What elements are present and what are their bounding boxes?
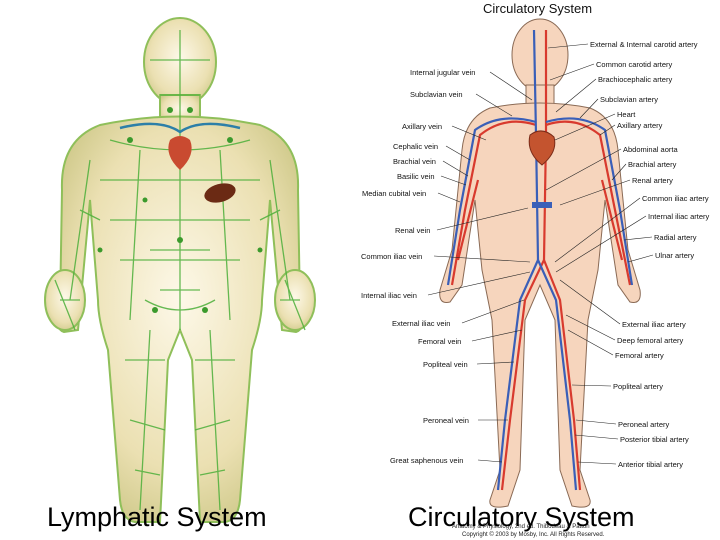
label-radial-artery: Radial artery [654,233,697,242]
label-external-iliac-vein: External iliac vein [392,319,451,328]
label-internal-iliac-artery: Internal iliac artery [648,212,710,221]
label-peroneal-artery: Peroneal artery [618,420,670,429]
label-subclavian-vein: Subclavian vein [410,90,463,99]
label-median-cubital-vein: Median cubital vein [362,189,427,198]
label-common-iliac-artery: Common iliac artery [642,194,709,203]
copyright-line-1: Anatomy & Physiology, 2nd ed. Thibodeau … [452,524,590,530]
label-femoral-artery: Femoral artery [615,351,664,360]
label-common-carotid: Common carotid artery [596,60,673,69]
label-external-internal-carotid: External & Internal carotid artery [590,40,698,49]
label-popliteal-vein: Popliteal vein [423,360,468,369]
label-axillary-vein: Axillary vein [402,122,443,131]
label-brachial-vein: Brachial vein [393,157,436,166]
label-cephalic-vein: Cephalic vein [393,142,439,151]
label-heart: Heart [617,110,636,119]
label-common-iliac-vein: Common iliac vein [361,252,423,261]
circulatory-title: Circulatory System [483,1,593,16]
label-popliteal-artery: Popliteal artery [613,382,664,391]
label-anterior-tibial-artery: Anterior tibial artery [618,460,684,469]
label-deep-femoral-artery: Deep femoral artery [617,336,684,345]
label-renal-vein: Renal vein [395,226,431,235]
thoracic-duct [119,122,241,134]
label-abdominal-aorta: Abdominal aorta [623,145,678,154]
label-ulnar-artery: Ulnar artery [655,251,695,260]
kidney-junction [532,202,552,208]
label-subclavian-artery: Subclavian artery [600,95,658,104]
label-axillary-artery: Axillary artery [617,121,663,130]
label-great-saphenous-vein: Great saphenous vein [390,456,464,465]
lymph-heart [168,136,192,170]
label-internal-jugular: Internal jugular vein [410,68,476,77]
label-brachiocephalic: Brachiocephalic artery [598,75,673,84]
lymphatic-figure [44,17,316,523]
caption-lymphatic: Lymphatic System [47,502,267,532]
label-internal-iliac-vein: Internal iliac vein [361,291,417,300]
label-posterior-tibial-artery: Posterior tibial artery [620,435,689,444]
label-renal-artery: Renal artery [632,176,673,185]
label-brachial-artery: Brachial artery [628,160,677,169]
label-basilic-vein: Basilic vein [397,172,435,181]
label-femoral-vein: Femoral vein [418,337,462,346]
label-peroneal-vein: Peroneal vein [423,416,469,425]
lymph-vessels [54,30,306,511]
caption-circulatory: Circulatory System [408,502,635,532]
label-external-iliac-artery: External iliac artery [622,320,686,329]
spleen [204,183,236,203]
copyright-line-2: Copyright © 2003 by Mosby, Inc. All Righ… [462,532,605,538]
